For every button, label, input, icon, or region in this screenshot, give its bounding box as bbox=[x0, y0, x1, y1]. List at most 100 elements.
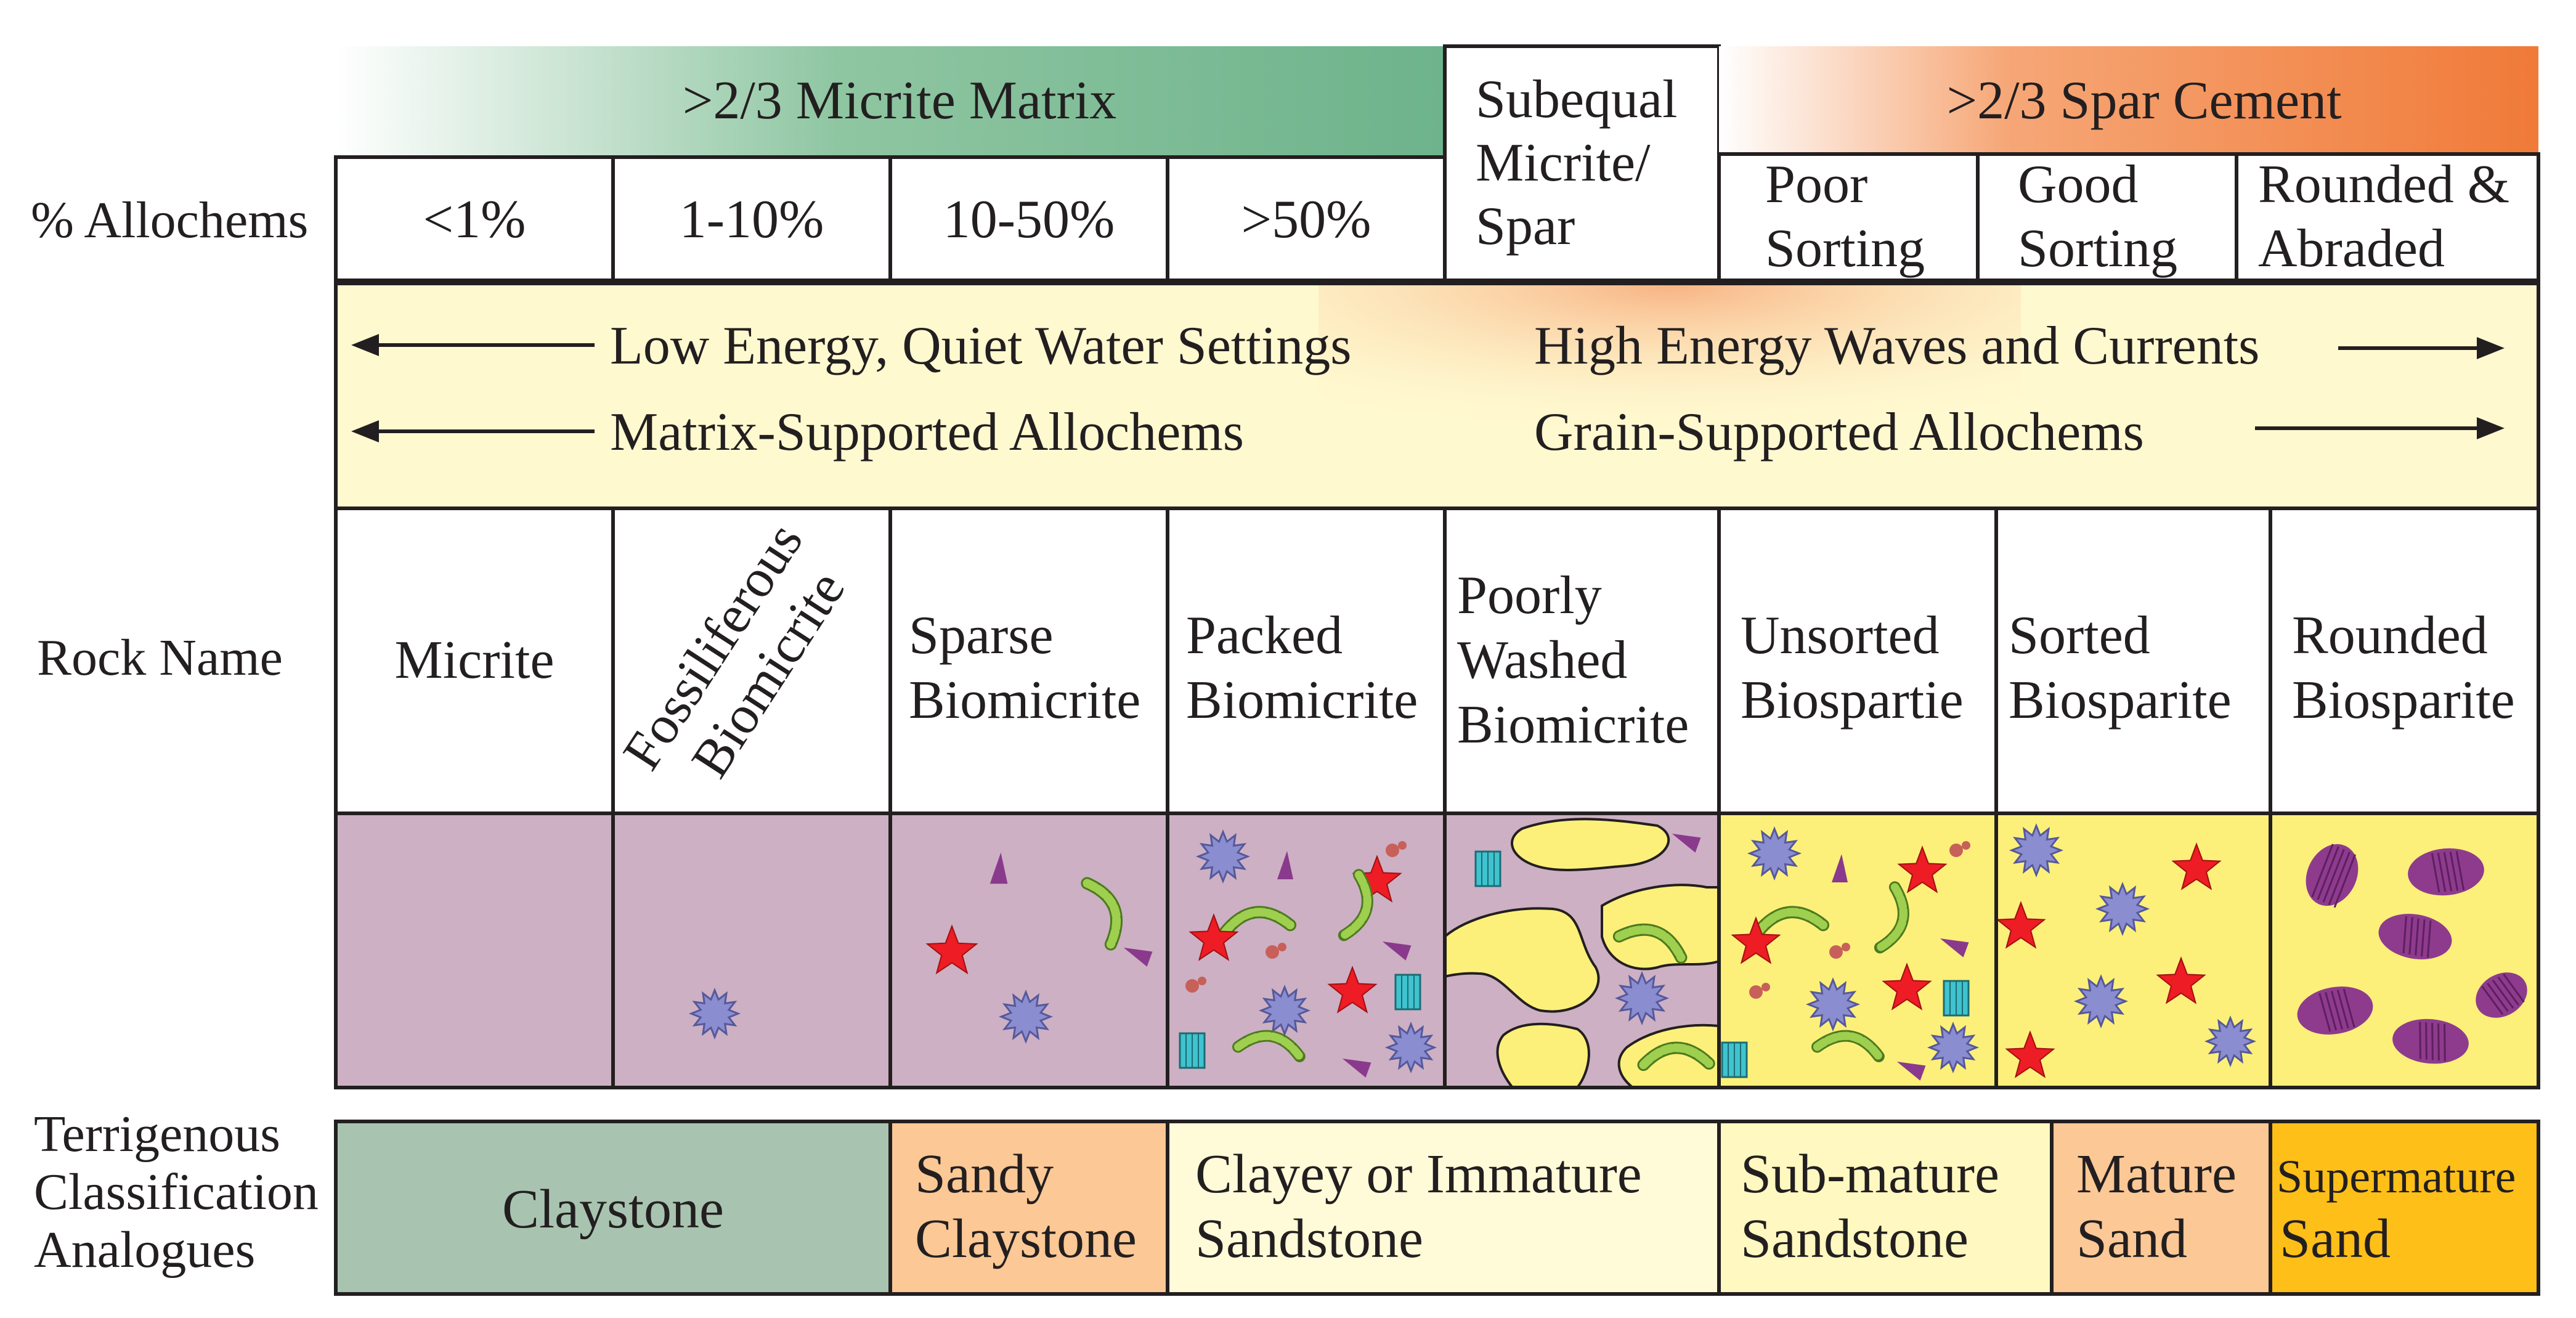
subequal-line-2: Micrite/ bbox=[1476, 133, 1651, 193]
grain-marks bbox=[688, 823, 2527, 1081]
star-grain bbox=[1996, 901, 2046, 949]
ooid-stripe bbox=[2444, 1023, 2446, 1062]
percent-10-50: 10-50% bbox=[943, 190, 1115, 250]
shell-fragment bbox=[1639, 1043, 1713, 1070]
pellet-grain bbox=[1266, 945, 1279, 959]
ooid-stripe bbox=[2449, 851, 2459, 891]
spore-grain bbox=[1927, 1021, 1980, 1074]
ooid-stripe bbox=[2426, 920, 2432, 958]
subequal-line-3: Spar bbox=[1476, 197, 1575, 256]
star-grain bbox=[1897, 845, 1948, 893]
terr-clayey-sandstone: Clayey or Immature Sandstone bbox=[1195, 1144, 1656, 1269]
pellet-grain bbox=[1842, 943, 1850, 951]
triangle-grain bbox=[989, 852, 1008, 884]
low-energy-label: Low Energy, Quiet Water Settings bbox=[610, 316, 1352, 376]
triangle-grain bbox=[1832, 854, 1848, 882]
spore-grain bbox=[1258, 984, 1311, 1037]
clayey-sandstone-cell bbox=[1166, 1120, 1721, 1296]
star-grain bbox=[1327, 966, 1378, 1014]
star-grain bbox=[2005, 1030, 2055, 1078]
rock-sparse-biomicrite: Sparse Biomicrite bbox=[909, 606, 1140, 730]
ooid-stripe bbox=[2487, 982, 2509, 1012]
ooid-stripe bbox=[2322, 848, 2345, 903]
pellet-grain bbox=[1761, 983, 1770, 991]
ooid-stripe bbox=[2328, 851, 2350, 905]
rock-poorly-washed-biomicrite: Poorly Washed Biomicrite bbox=[1457, 566, 1689, 755]
shell-fragment bbox=[1083, 879, 1121, 949]
allochems-row-label: % Allochems bbox=[31, 192, 308, 249]
ooid-grain bbox=[2378, 914, 2452, 959]
spore-grain bbox=[1614, 970, 1670, 1026]
ooid-stripe bbox=[2342, 988, 2355, 1028]
submature-cell bbox=[1717, 1120, 2054, 1296]
triangle-grain bbox=[1896, 1062, 1926, 1081]
triangle-grain bbox=[1123, 948, 1153, 967]
spore-grain bbox=[1747, 826, 1802, 881]
mature-cell bbox=[2050, 1120, 2272, 1296]
ooid-stripe bbox=[2415, 918, 2420, 956]
micrite-matrix-label: >2/3 Micrite Matrix bbox=[683, 71, 1117, 131]
spar-patches bbox=[1444, 818, 1720, 1089]
ooid-stripe bbox=[2408, 917, 2413, 954]
shell-fragment bbox=[1614, 925, 1686, 962]
shell-fragment bbox=[1813, 1031, 1883, 1061]
ooid-stripe bbox=[2317, 846, 2339, 900]
header-row: >2/3 Micrite Matrix Subequal Micrite/ Sp… bbox=[336, 44, 2538, 282]
pellet-grain bbox=[1185, 979, 1199, 993]
ooid-stripe bbox=[2455, 851, 2465, 890]
percent-1-10: 1-10% bbox=[680, 190, 824, 250]
spore-grain bbox=[1195, 829, 1251, 884]
terr-submature: Sub-mature Sandstone bbox=[1741, 1144, 2013, 1269]
claystone-cell bbox=[334, 1120, 892, 1296]
spore-grain bbox=[2204, 1015, 2257, 1068]
shell-fragment bbox=[1875, 883, 1908, 952]
ooid-stripe bbox=[2481, 985, 2504, 1015]
pellet-grain bbox=[1949, 844, 1963, 857]
texture-row bbox=[334, 812, 2540, 1089]
terr-sandy-claystone: Sandy Claystone bbox=[915, 1144, 1137, 1269]
pellet-grain bbox=[1829, 945, 1843, 959]
subequal-cell bbox=[1443, 44, 1721, 282]
rock-packed-biomicrite: Packed Biomicrite bbox=[1186, 606, 1418, 730]
ooid-stripe bbox=[2311, 844, 2334, 898]
spore-grain bbox=[2009, 823, 2064, 878]
sorting-rounded: Rounded & Abraded bbox=[2258, 155, 2523, 279]
shell-fragment bbox=[1221, 908, 1295, 937]
ooid-stripe bbox=[2325, 991, 2338, 1031]
shell-fragment bbox=[1753, 908, 1828, 937]
spore-grain bbox=[998, 989, 1054, 1044]
subequal-line-1: Subequal bbox=[1476, 70, 1678, 129]
ooid-stripe bbox=[2425, 1022, 2428, 1060]
terr-mature: Mature Sand bbox=[2076, 1144, 2250, 1269]
ooid-stripe bbox=[2318, 993, 2331, 1032]
ooid-stripe bbox=[2437, 1023, 2440, 1061]
ooid-stripe bbox=[2333, 854, 2356, 908]
rock-rounded-biosparite: Rounded Biosparite bbox=[2292, 606, 2515, 730]
ooid-stripe bbox=[2421, 919, 2426, 957]
terrigenous-row-label: Terrigenous Classification Analogues bbox=[34, 1105, 331, 1279]
percent-lt1: <1% bbox=[423, 190, 526, 250]
ooid-stripe bbox=[2497, 976, 2520, 1006]
ooid-stripe bbox=[2336, 990, 2349, 1029]
rock-name-row: Rock Name Micrite Fossiliferous Biomicri… bbox=[37, 506, 2540, 815]
triangle-grain bbox=[1382, 942, 1412, 961]
ooid-stripe bbox=[2492, 979, 2514, 1009]
spore-grain bbox=[2095, 881, 2150, 937]
spore-grain bbox=[688, 987, 741, 1040]
ooid-stripe bbox=[2330, 991, 2343, 1030]
spore-grain bbox=[1384, 1021, 1437, 1074]
micrite-matrix-band bbox=[336, 46, 1445, 157]
ooid-grain bbox=[2297, 986, 2373, 1035]
ooid-stripe bbox=[2437, 852, 2447, 892]
pellet-grain bbox=[1398, 841, 1407, 850]
pellet-grain bbox=[1386, 844, 1399, 857]
subequal-label: Subequal Micrite/ Spar bbox=[1476, 70, 1691, 256]
high-energy-label: High Energy Waves and Currents bbox=[1534, 316, 2259, 376]
terr-supermature: Supermature Sand bbox=[2277, 1144, 2530, 1269]
allochems-row: % Allochems <1% 1-10% 10-50% >50% Poor S… bbox=[31, 152, 2540, 282]
ooid-grain bbox=[2392, 1019, 2469, 1064]
sorting-good: Good Sorting bbox=[2018, 155, 2177, 279]
ooid-grain bbox=[2408, 848, 2484, 896]
ooid-stripe bbox=[2419, 1022, 2421, 1059]
rock-sorted-biosparite: Sorted Biosparite bbox=[2009, 606, 2232, 730]
